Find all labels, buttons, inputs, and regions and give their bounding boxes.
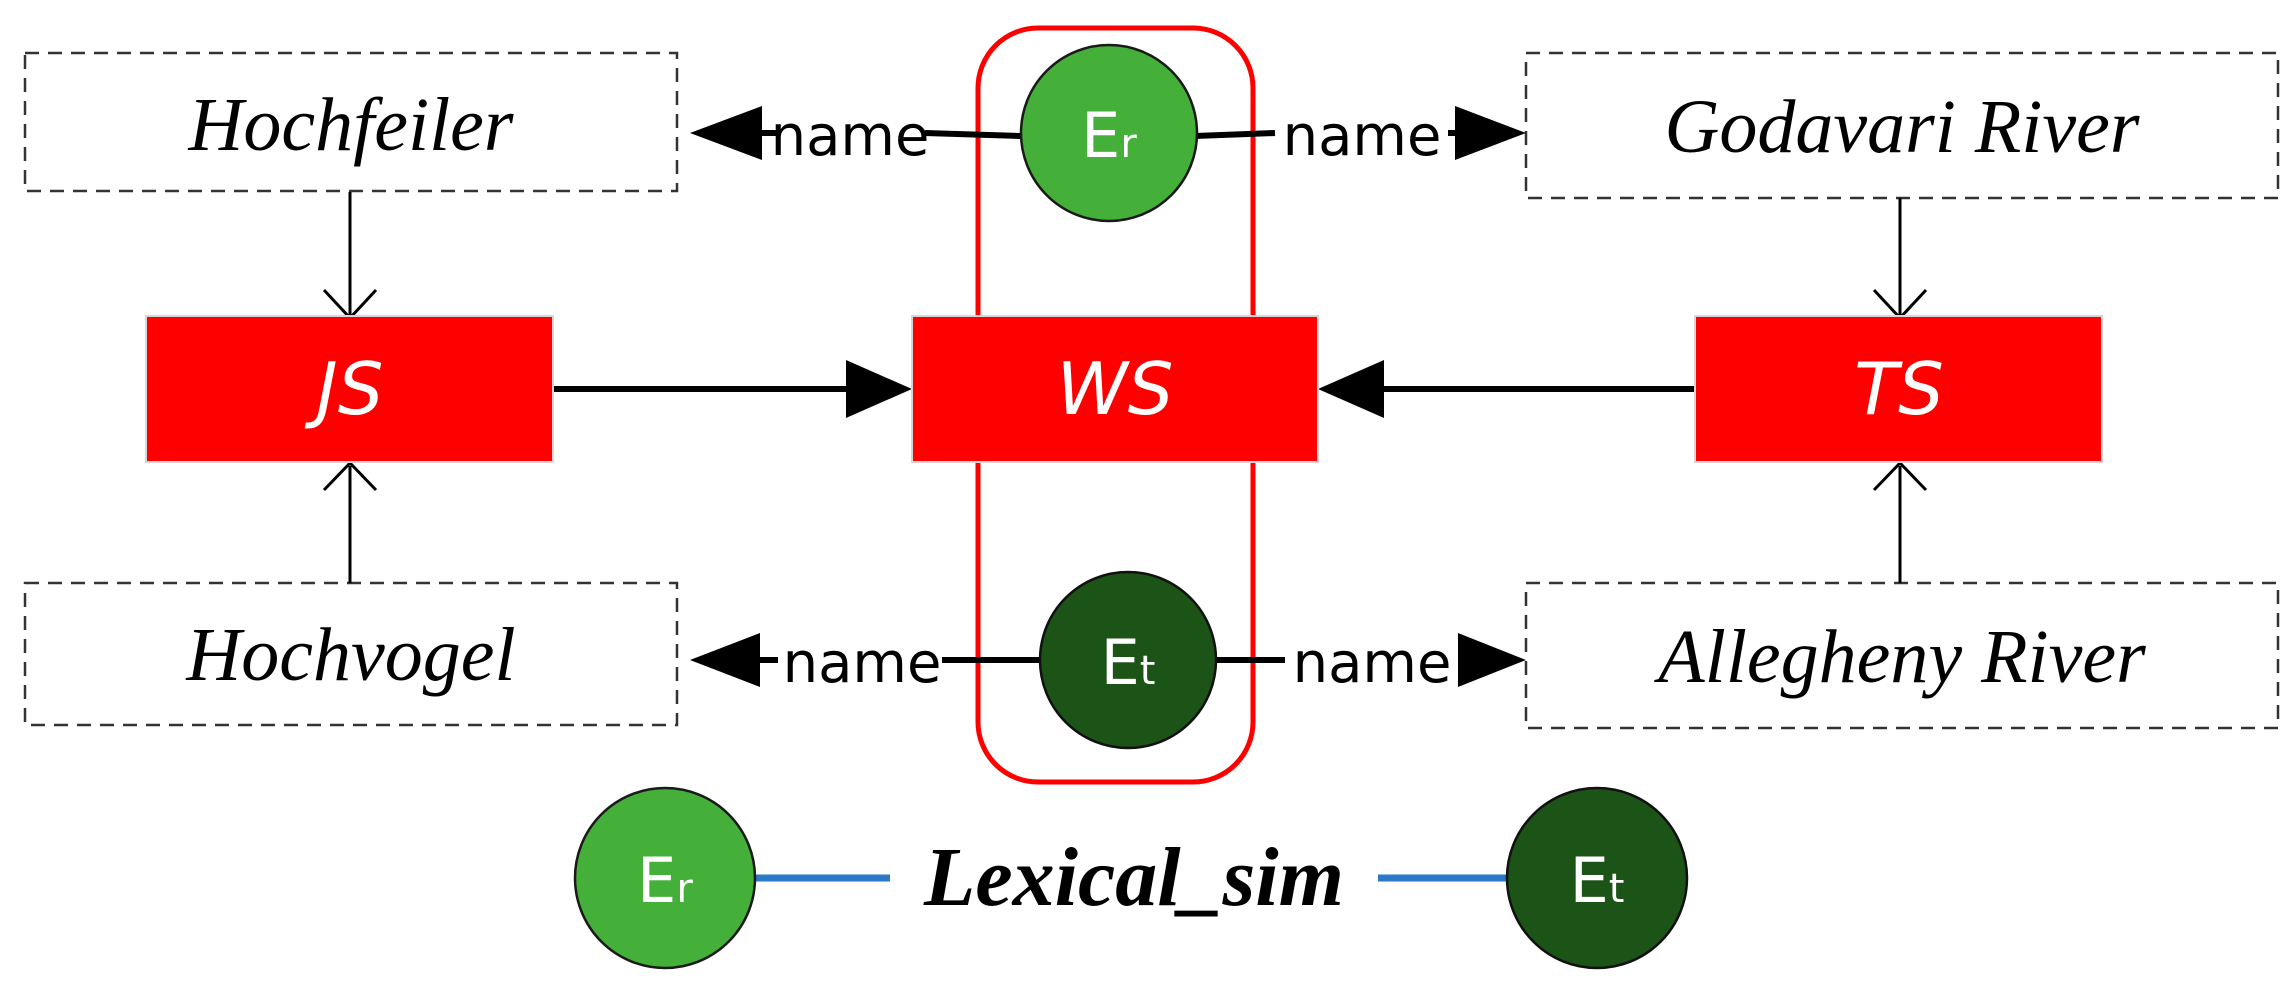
edge-er-to-godavari: name [1194,104,1526,169]
node-ts: TS [1694,315,2103,463]
arrow-ts-to-ws [1318,360,1695,418]
legend-er-sub: r [676,866,693,912]
arrow-allegheny-to-ts [1872,460,1928,583]
arrow-hochfeiler-to-js [322,192,378,321]
node-bottom-left: Hochvogel [23,581,679,727]
edge-et-to-hochvogel: name [690,631,1045,696]
node-js-label: JS [305,347,384,431]
edge-label-top-left: name [771,104,930,169]
svg-text:Et: Et [1570,844,1625,917]
node-bottom-right: Allegheny River [1524,581,2280,730]
legend-er-circle [573,786,757,970]
legend-similarity: Er Lexical_sim Et [573,786,1689,970]
node-ts-label: TS [1854,347,1944,431]
node-ws-label: WS [1057,347,1174,431]
svg-text:Er: Er [1081,99,1137,172]
svg-text:Er: Er [637,844,693,917]
node-bottom-right-label: Allegheny River [1653,615,2146,699]
entity-et-bottom: Et [1038,570,1218,750]
edge-er-to-hochfeiler: name [690,104,1023,169]
legend-similarity-label: Lexical_sim [923,831,1344,924]
node-top-right-label: Godavari River [1665,85,2140,169]
edge-et-to-allegheny: name [1215,631,1526,696]
node-top-left: Hochfeiler [23,51,679,193]
entity-er-top-sub: r [1120,121,1137,167]
legend-et-circle [1505,786,1689,970]
node-top-left-label: Hochfeiler [187,83,513,167]
arrow-js-to-ws [552,360,912,418]
svg-text:Et: Et [1101,626,1156,699]
entity-et-bottom-sub: t [1140,648,1156,694]
entity-er-top: Er [1019,43,1199,223]
legend-et-letter: E [1570,844,1609,917]
node-js: JS [145,315,554,463]
node-top-right: Godavari River [1524,51,2280,200]
node-ws: WS [911,315,1319,463]
arrow-hochvogel-to-js [322,460,378,583]
node-bottom-left-label: Hochvogel [185,613,515,697]
edge-label-bottom-right: name [1293,631,1452,696]
legend-er-letter: E [637,844,676,917]
edge-label-top-right: name [1283,104,1442,169]
entity-et-bottom-letter: E [1101,626,1140,699]
legend-et-sub: t [1609,866,1625,912]
arrow-godavari-to-ts [1872,198,1928,321]
entity-er-top-letter: E [1081,99,1120,172]
edge-label-bottom-left: name [783,631,942,696]
